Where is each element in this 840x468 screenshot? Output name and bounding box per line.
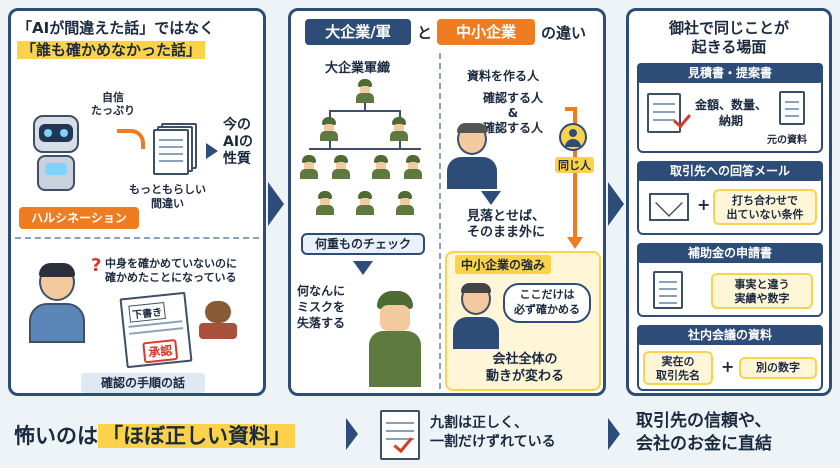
- scene2-text: 打ち合わせで 出ていない条件: [713, 189, 817, 225]
- multi-check-label: 何重ものチェック: [301, 233, 425, 255]
- scene3-header: 補助金の申請書: [637, 243, 823, 263]
- bracket-arrow-head-icon: [567, 237, 583, 249]
- office-worker-icon: [447, 123, 497, 189]
- ai-nature-label: 今の AIの 性質: [223, 117, 254, 167]
- scene1-header: 見積書・提案書: [637, 63, 823, 83]
- panel-your-company: 御社で同じことが 起きる場面 見積書・提案書 金額、数量、 納期 元の資料 取引…: [626, 8, 832, 396]
- application-form-icon: [653, 271, 683, 309]
- plus-sign-1: +: [697, 195, 711, 214]
- checker-label: 確認する人 & 確認する人: [483, 91, 544, 135]
- large-company-tag: 大企業/軍: [305, 19, 411, 45]
- sme-tag: 中小企業: [437, 19, 535, 45]
- arrow-down-icon: [353, 261, 373, 275]
- title-and: と: [417, 24, 433, 42]
- bottom-arrow-1-icon: [346, 418, 358, 450]
- panel1-title-line1: 「AIが間違えた話」ではなく: [17, 19, 215, 37]
- scene3-text: 事実と違う 実績や数字: [711, 273, 813, 309]
- document-stack-icon: [153, 123, 199, 175]
- same-person-label: 同じ人: [555, 157, 594, 173]
- title-suffix: の違い: [541, 24, 587, 42]
- robot-icon: [25, 115, 87, 199]
- overlook-label: 見落とせば、 そのまま外に: [467, 209, 546, 240]
- spreadsheet-icon: [647, 93, 681, 133]
- confused-soldier-icon: [367, 291, 423, 387]
- scene2-header: 取引先への回答メール: [637, 161, 823, 181]
- panel2-divider: [439, 53, 441, 389]
- bottom-right-text: 取引先の信頼や、 会社のお金に直結: [636, 411, 772, 454]
- not-checked-label: 中身を確かめていないのに 確かめたことになっている: [105, 257, 237, 284]
- plausible-mistake-label: もっともらしい 間違い: [129, 183, 206, 210]
- arrow-down-icon-2: [481, 191, 501, 205]
- scene4-text-b: 別の数字: [739, 357, 817, 379]
- bottom-summary-bar: 怖いのは「ほぼ正しい資料」 九割は正しく、 一割だけずれている 取引先の信頼や、…: [0, 404, 840, 468]
- bubble-text: ここだけは 必ず確かめる: [514, 288, 580, 316]
- company-changes-label: 会社全体の 動きが変わる: [485, 352, 564, 384]
- approval-stamp: 承認: [142, 338, 179, 364]
- panel3-title: 御社で同じことが 起きる場面: [668, 19, 789, 56]
- miss-label: 何なんに ミスクを 失落する: [297, 284, 346, 330]
- approved-document-icon: 下書き 承認: [119, 291, 195, 369]
- panel-ai-mistake: 「AIが間違えた話」ではなく 「誰も確かめなかった話」 自信 たっぷり 今の A…: [8, 8, 266, 396]
- worried-person-icon: [29, 263, 85, 343]
- panel1-divider: [15, 237, 259, 239]
- hallucination-tag: ハルシネーション: [19, 207, 139, 229]
- source-document-icon: [779, 91, 805, 125]
- confidence-label: 自信 たっぷり: [91, 91, 135, 117]
- scene1-doc-label: 元の資料: [767, 135, 807, 146]
- envelope-icon: [649, 189, 689, 221]
- panel-company-comparison: 大企業/軍 と 中小企業 の違い 大企業軍織 何重ものチェック 何なんに ミスク…: [288, 8, 606, 396]
- draft-label: 下書き: [128, 301, 166, 323]
- scene4-header: 社内会議の資料: [637, 325, 823, 345]
- bottom-arrow-2-icon: [608, 418, 620, 450]
- question-mark-icon: ?: [91, 255, 102, 276]
- flow-arrow-2-icon: [608, 182, 624, 226]
- bottom-left-prefix: 怖いのは: [14, 424, 98, 448]
- panel1-caption: 確認の手順の話: [81, 373, 205, 393]
- large-org-header: 大企業軍織: [325, 61, 391, 76]
- scene1-text: 金額、数量、 納期: [695, 98, 768, 128]
- bracket-arrow-icon: [565, 107, 577, 239]
- checklist-document-icon: [380, 410, 420, 460]
- speech-bubble: [503, 283, 591, 323]
- stamp-tool-icon: [197, 301, 237, 351]
- curved-arrow-icon: [117, 129, 145, 149]
- same-person-avatar: [559, 123, 587, 151]
- plus-sign-2: +: [721, 357, 735, 376]
- manager-icon: [453, 283, 499, 349]
- flow-arrow-1-icon: [268, 182, 284, 226]
- bottom-left-highlight: 「ほぼ正しい資料」: [98, 424, 295, 448]
- sme-strength-header: 中小企業の強み: [455, 255, 552, 274]
- panel1-title-line2: 「誰も確かめなかった話」: [17, 41, 206, 59]
- bottom-middle-text: 九割は正しく、 一割だけずれている: [430, 415, 556, 450]
- scene4-text-a: 実在の 取引先名: [643, 351, 713, 385]
- arrow-right-icon: [206, 143, 218, 159]
- creator-label: 資料を作る人: [467, 69, 540, 83]
